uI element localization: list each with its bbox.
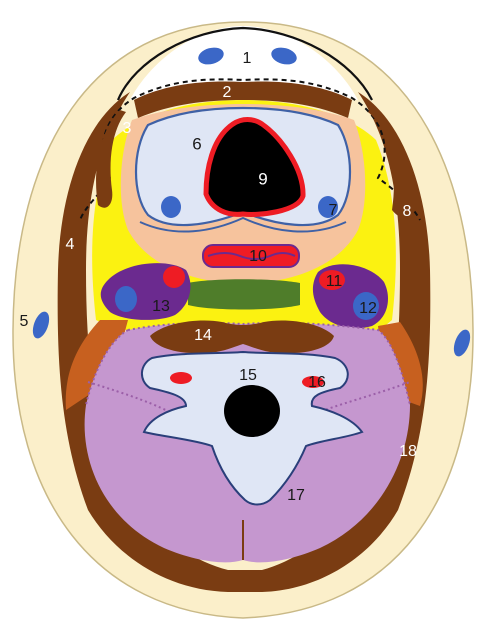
label-15: 15 xyxy=(239,367,257,384)
label-11: 11 xyxy=(326,273,343,290)
label-5: 5 xyxy=(20,313,29,330)
left-lobe-artery xyxy=(163,266,185,288)
left-small-red-vessel xyxy=(170,372,192,384)
label-14: 14 xyxy=(194,327,212,344)
green-band xyxy=(188,279,300,309)
lumen-vessel-left xyxy=(161,196,181,218)
label-12: 12 xyxy=(359,300,377,317)
label-18: 18 xyxy=(399,443,417,460)
label-16: 16 xyxy=(308,374,326,391)
label-8: 8 xyxy=(403,203,412,220)
label-9: 9 xyxy=(258,169,267,188)
label-3: 3 xyxy=(123,120,132,137)
label-13: 13 xyxy=(152,298,170,315)
label-10: 10 xyxy=(249,248,267,265)
label-17: 17 xyxy=(287,487,305,504)
label-2: 2 xyxy=(223,84,232,101)
central-black-core xyxy=(224,385,280,437)
label-4: 4 xyxy=(66,236,75,253)
label-1: 1 xyxy=(243,50,252,67)
label-7: 7 xyxy=(329,202,338,219)
label-6: 6 xyxy=(192,134,201,153)
left-lobe-vein xyxy=(115,286,137,312)
